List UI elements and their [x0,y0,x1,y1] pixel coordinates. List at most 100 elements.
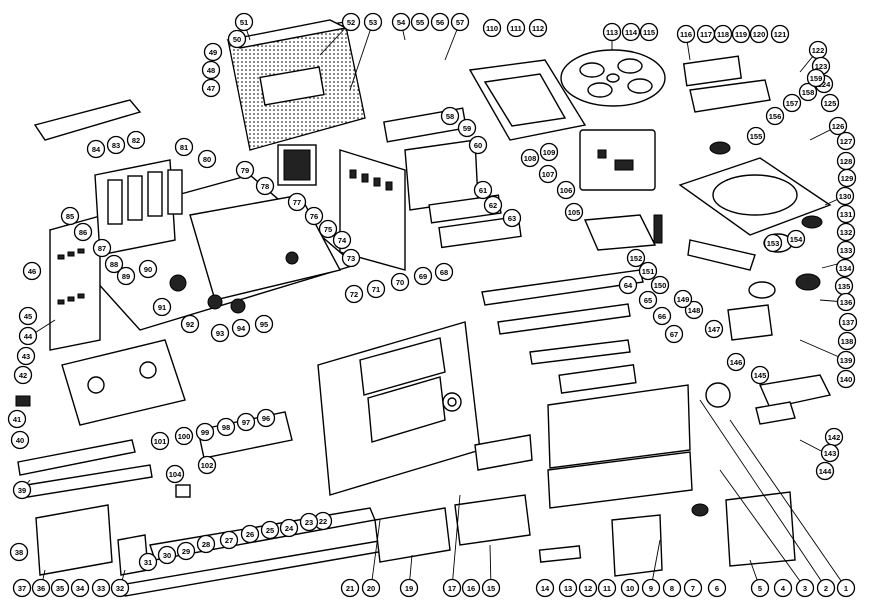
callout-circle [683,578,703,598]
callout-circle [828,116,848,136]
callout-circle [704,319,724,339]
callout-label: 57 [456,18,464,27]
callout-circle [481,578,501,598]
callout-109: 109 [539,142,559,162]
callout-circle [18,326,38,346]
callout-label: 157 [786,99,799,108]
pcb-4 [725,491,796,567]
callout-circle [836,131,856,151]
callout-circle [279,518,299,538]
sheet-143 [755,401,796,425]
callout-75: 75 [318,219,338,239]
callout-label: 143 [824,449,837,458]
callout-150: 150 [650,275,670,295]
callout-circle [304,206,324,226]
callout-44: 44 [18,326,38,346]
callout-label: 129 [841,174,854,183]
callout-label: 135 [838,282,851,291]
callout-62: 62 [483,195,503,215]
callout-label: 25 [266,526,274,535]
callout-113: 113 [602,22,622,42]
callout-circle [836,369,856,389]
callout-4: 4 [773,578,793,598]
callout-133: 133 [836,240,856,260]
callout-label: 70 [396,278,404,287]
callout-circle [430,12,450,32]
callout-102: 102 [197,455,217,475]
callout-circle [564,202,584,222]
pulley-91 [169,274,187,292]
callout-label: 21 [346,584,354,593]
callout-circle [440,106,460,126]
callout-label: 108 [524,154,537,163]
callout-label: 158 [802,88,815,97]
callout-circle [457,118,477,138]
pcb-34 [35,504,113,576]
callout-label: 47 [207,84,215,93]
callout-153: 153 [763,233,783,253]
button-strip-64 [481,269,644,306]
callout-circle [798,82,818,102]
callout-circle [597,578,617,598]
callout-circle [836,292,856,312]
callout-circle [341,12,361,32]
callout-114: 114 [621,22,641,42]
callout-circle [750,365,770,385]
callout-circle [538,164,558,184]
callout-48: 48 [201,60,221,80]
callout-label: 34 [76,584,85,593]
callout-circle [749,24,769,44]
callout-79: 79 [235,160,255,180]
pulley-95 [230,298,246,314]
callout-circle [620,578,640,598]
callout-circle [104,254,124,274]
callout-label: 96 [262,414,270,423]
callout-circle [210,323,230,343]
callout-86: 86 [73,222,93,242]
callout-93: 93 [210,323,230,343]
callout-circle [450,12,470,32]
callout-circle [197,149,217,169]
callout-label: 147 [708,325,721,334]
gear-131 [801,215,823,229]
callout-90: 90 [138,259,158,279]
callout-label: 79 [241,166,249,175]
callout-label: 50 [233,35,241,44]
callout-label: 121 [774,30,787,39]
callout-label: 145 [754,371,767,380]
callout-label: 1 [844,584,848,593]
callout-134: 134 [835,258,855,278]
callout-104: 104 [165,464,185,484]
callout-circle [50,578,70,598]
callout-119: 119 [731,24,751,44]
callout-label: 19 [405,584,413,593]
callout-label: 101 [154,437,167,446]
callout-circle [815,461,835,481]
callout-label: 23 [305,518,313,527]
callout-label: 74 [338,236,347,245]
callout-61: 61 [473,180,493,200]
callout-label: 9 [649,584,653,593]
callout-label: 83 [112,141,120,150]
callout-57: 57 [450,12,470,32]
callout-circle [506,18,526,38]
callout-label: 111 [510,24,522,33]
callout-circle [806,68,826,88]
callout-label: 89 [122,272,130,281]
callout-151: 151 [638,261,658,281]
callout-circle [528,18,548,38]
rail-39 [17,439,136,476]
callout-128: 128 [836,151,856,171]
top-lid-window [483,73,567,127]
callout-circle [413,266,433,286]
callout-circle [765,106,785,126]
button-board-upper [547,384,691,469]
sheet-142 [759,374,832,409]
callout-label: 13 [564,584,572,593]
callout-circle [152,297,172,317]
panel-18 [474,434,533,471]
callout-label: 28 [202,540,210,549]
callout-25: 25 [260,520,280,540]
callout-label: 127 [840,137,853,146]
button-board-lower [547,451,693,509]
